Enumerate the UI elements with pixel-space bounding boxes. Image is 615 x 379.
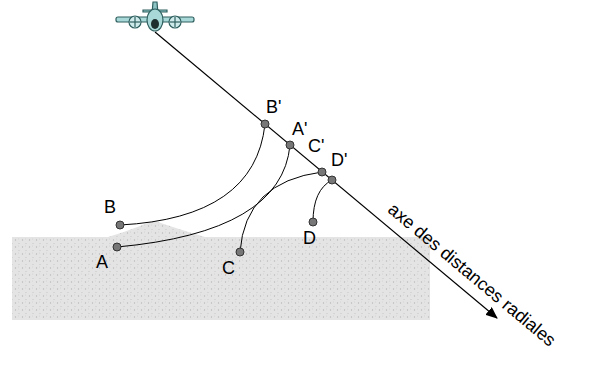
point bbox=[113, 243, 121, 251]
point-label: A bbox=[96, 252, 108, 273]
point-label: A' bbox=[292, 119, 307, 140]
point bbox=[261, 120, 269, 128]
point bbox=[318, 168, 326, 176]
point-label: D' bbox=[331, 150, 347, 171]
terrain bbox=[12, 222, 430, 320]
range-arc bbox=[313, 180, 332, 222]
point bbox=[309, 218, 317, 226]
point bbox=[328, 176, 336, 184]
point bbox=[236, 248, 244, 256]
point-label: C bbox=[222, 258, 235, 279]
range-arc bbox=[240, 172, 322, 252]
airplane bbox=[116, 2, 194, 31]
point bbox=[116, 221, 124, 229]
radial-axis bbox=[155, 32, 497, 318]
point bbox=[286, 141, 294, 149]
point-label: C' bbox=[308, 136, 324, 157]
point-label: B' bbox=[266, 97, 281, 118]
point-label: B bbox=[104, 197, 116, 218]
point-label: D bbox=[303, 228, 316, 249]
range-arc bbox=[120, 124, 265, 225]
